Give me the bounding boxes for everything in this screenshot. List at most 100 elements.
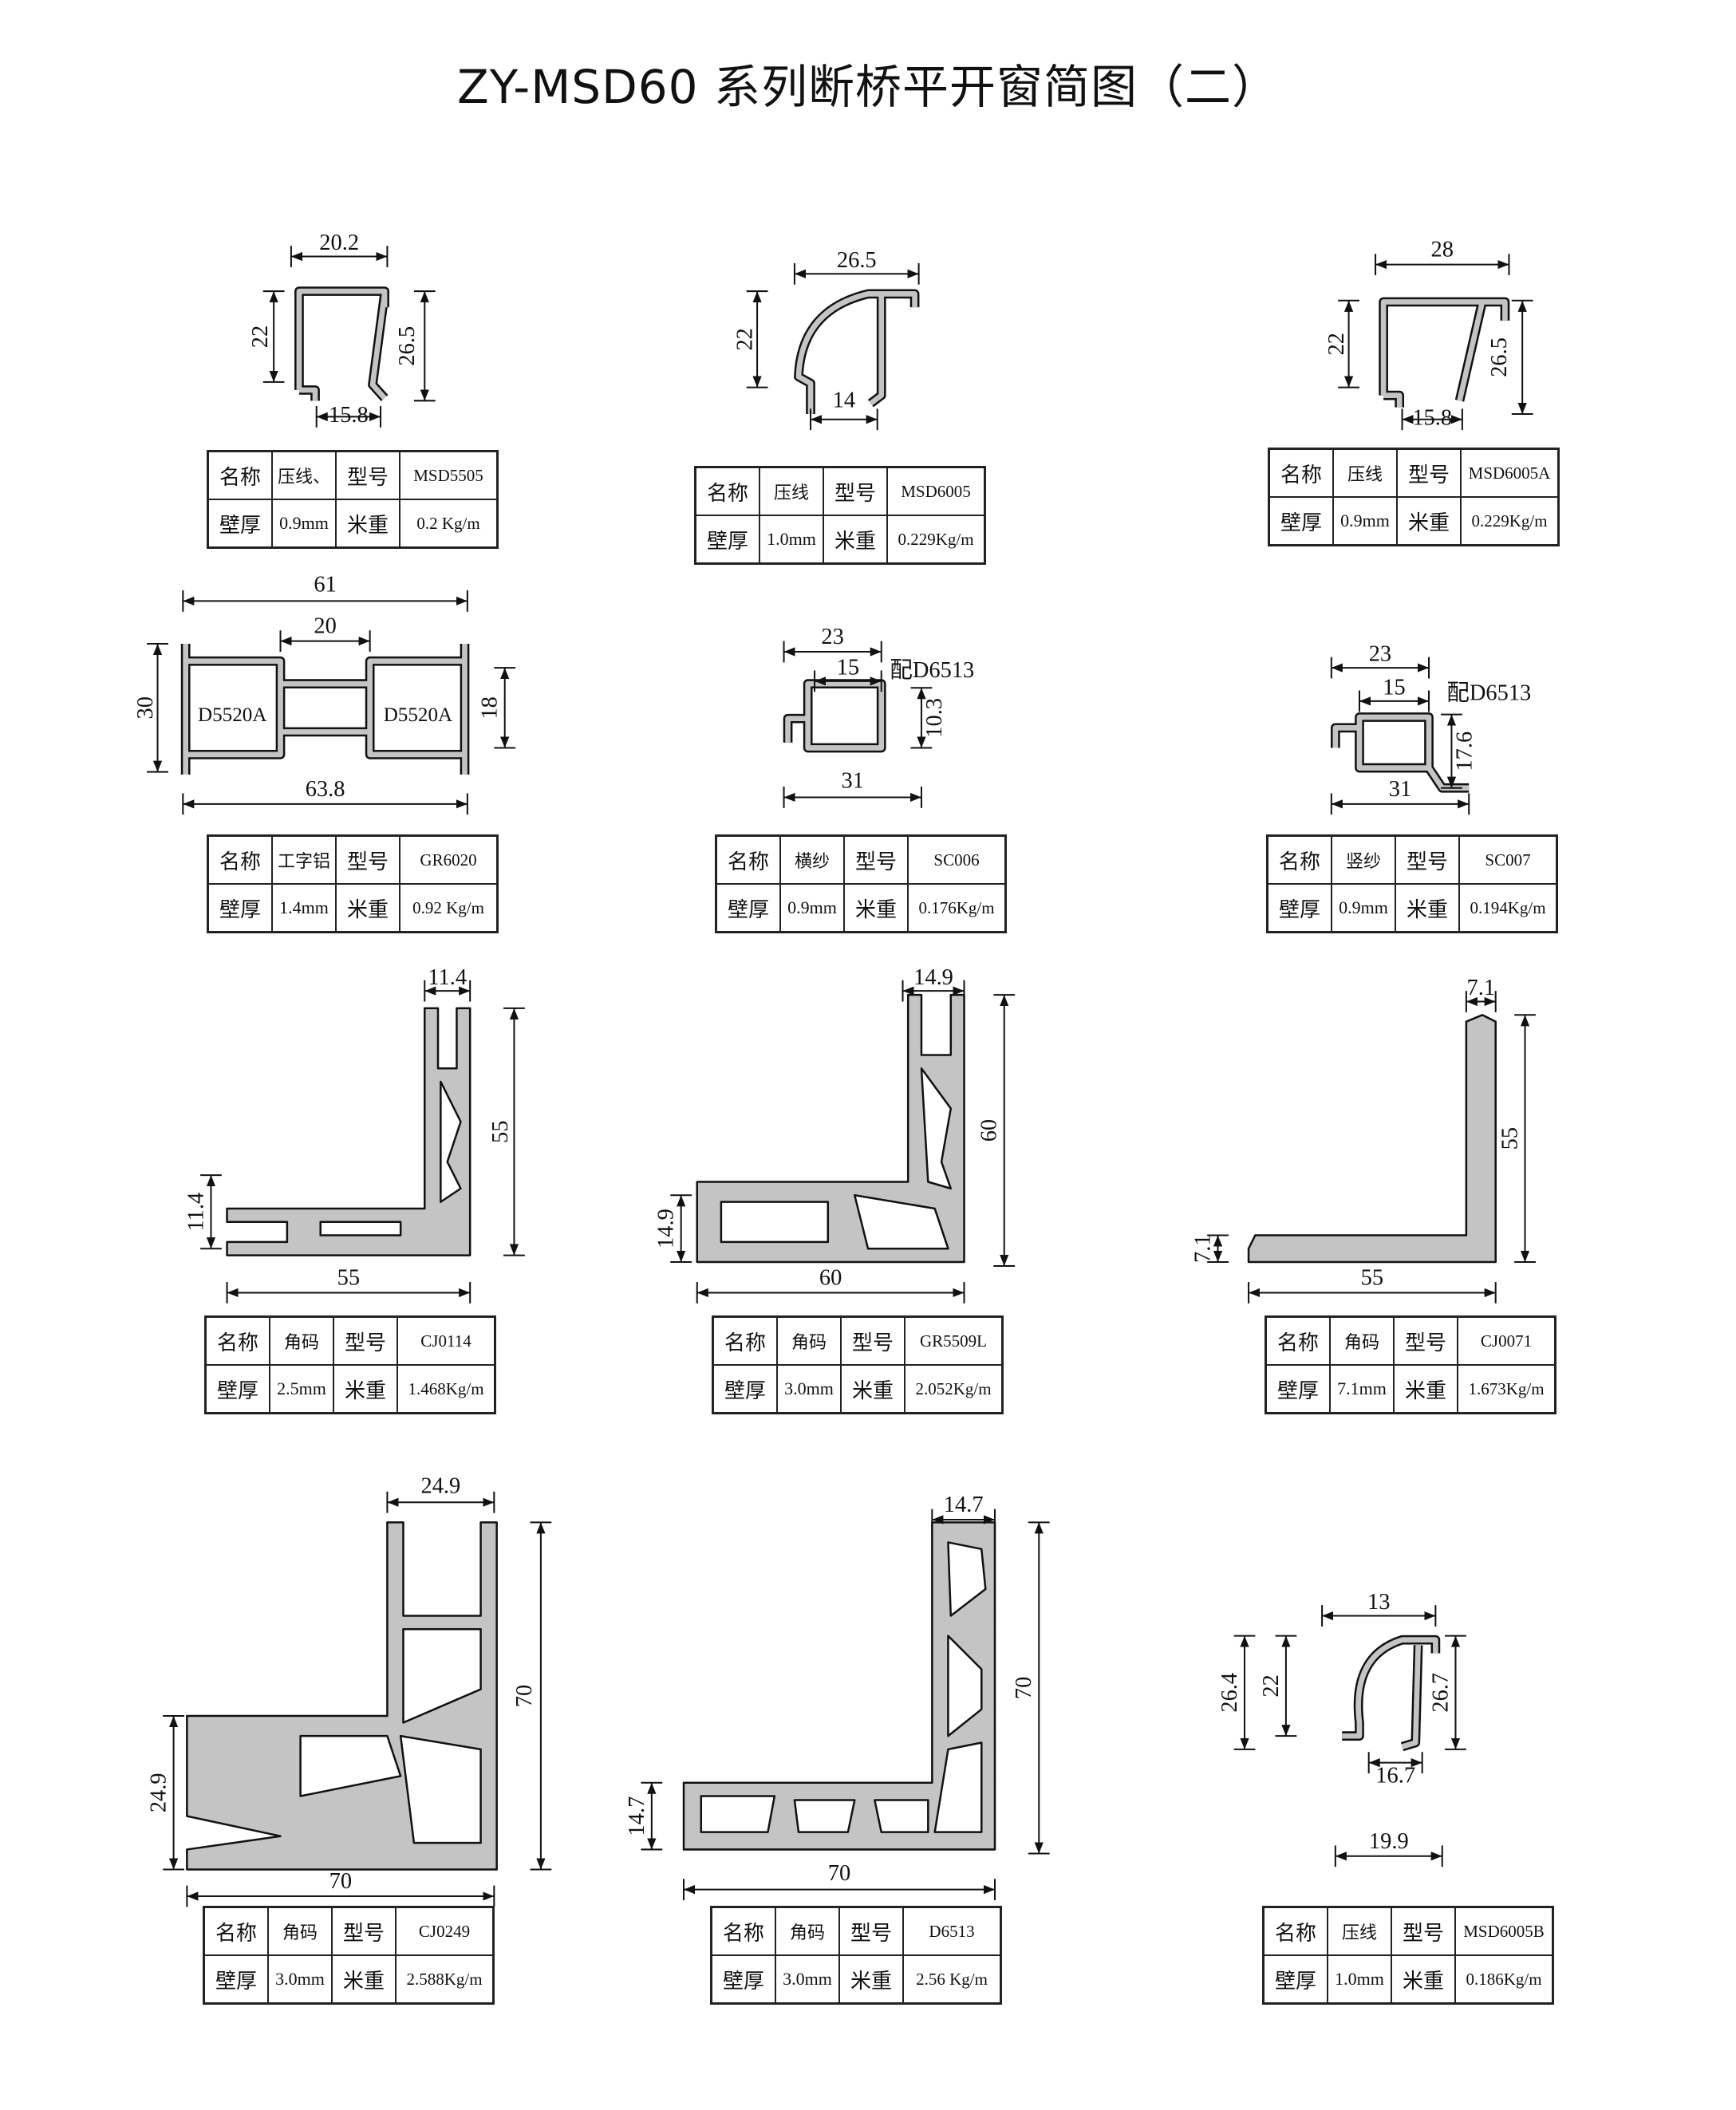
dimension-label: 15.8 [329,403,369,428]
label-model: 型号 [335,834,400,885]
profile-model: GR5509L [904,1315,1004,1366]
wall-thickness: 0.9mm [1331,883,1396,933]
wall-thickness: 1.0mm [1327,1954,1392,2005]
label-thickness: 壁厚 [715,883,781,933]
label-weight: 米重 [335,499,400,549]
label-weight: 米重 [840,1364,905,1414]
label-model: 型号 [331,1906,397,1956]
profile-name: 压线 [1332,448,1398,498]
profile-model: GR6020 [399,834,499,885]
dimension-label: 15 [837,655,859,680]
dimension-label: 60 [819,1265,842,1290]
dimension-label: 26.5 [1487,337,1512,377]
weight-per-meter: 0.186Kg/m [1454,1954,1554,2005]
weight-per-meter: 0.92 Kg/m [399,883,499,933]
dimension-label: 15.8 [1412,405,1452,430]
label-weight: 米重 [331,1954,397,2005]
dimension-label: 55 [488,1121,513,1143]
label-thickness: 壁厚 [1262,1954,1328,2005]
profile-model: SC006 [907,834,1007,885]
label-weight: 米重 [838,1954,904,2005]
profile-model: D6513 [902,1906,1002,1956]
profile-name: 工字铝 [271,834,337,885]
dimension-label: 14 [833,388,855,413]
profile-cj0071 [1247,1014,1497,1264]
wall-thickness: 0.9mm [1332,496,1398,546]
dimension-label: 31 [1389,777,1411,802]
label-weight: 米重 [1391,1954,1456,2005]
dimension-label: 7.1 [1467,976,1496,1000]
dimension-label: 11.4 [183,1193,208,1232]
label-name: 名称 [710,1906,776,1956]
dimension-label: 22 [732,328,757,350]
profile-name: 竖纱 [1331,834,1396,885]
dimension-label: 24.9 [420,1474,460,1499]
label-model: 型号 [335,450,400,500]
profile-name: 压线 [1327,1906,1392,1956]
profile-gr6020 [180,643,470,775]
dimension-label: 30 [133,696,158,719]
profile-sc006 [783,679,886,753]
label-name: 名称 [694,466,760,516]
weight-per-meter: 2.56 Kg/m [902,1954,1002,2005]
profile-inner-label: D5520A [198,704,266,726]
weight-per-meter: 0.194Kg/m [1458,883,1558,933]
label-thickness: 壁厚 [1265,1364,1331,1414]
dimension-label: 26.5 [837,248,877,273]
dimension-label: 22 [1324,333,1349,355]
dimension-label: 55 [1361,1265,1383,1290]
profile-model: CJ0249 [395,1906,495,1956]
dimension-label: 19.9 [1369,1829,1409,1854]
profile-gr5509l [696,993,965,1264]
label-thickness: 壁厚 [207,499,273,549]
label-weight: 米重 [333,1364,398,1414]
dimension-label: 20.2 [319,231,359,255]
dimension-label: 55 [1497,1127,1522,1150]
label-thickness: 壁厚 [712,1364,778,1414]
label-weight: 米重 [335,883,400,933]
label-model: 型号 [823,466,888,516]
label-weight: 米重 [1393,1364,1458,1414]
wall-thickness: 0.9mm [271,499,337,549]
label-name: 名称 [207,450,273,500]
profile-name: 角码 [1329,1315,1395,1366]
weight-per-meter: 1.468Kg/m [397,1364,496,1414]
wall-thickness: 3.0mm [267,1954,333,2005]
label-name: 名称 [1266,834,1332,885]
dimension-label: 70 [329,1869,352,1894]
profile-model: MSD6005A [1460,448,1560,498]
dimension-label: 24.9 [147,1773,172,1812]
label-weight: 米重 [823,515,888,565]
label-name: 名称 [1265,1315,1331,1366]
dimension-label: 70 [1012,1677,1036,1699]
dimension-label: 61 [314,573,336,598]
label-thickness: 壁厚 [207,883,273,933]
dimension-label: 10.3 [922,698,947,738]
label-model: 型号 [1391,1906,1456,1956]
profile-cj0249 [186,1521,498,1871]
dimension-label: 23 [821,625,843,649]
label-name: 名称 [204,1315,270,1366]
label-name: 名称 [715,834,781,885]
profile-cj0114 [226,1007,471,1256]
weight-per-meter: 2.588Kg/m [395,1954,495,2005]
dimension-label: 14.9 [654,1209,679,1248]
profile-name: 压线、 [271,450,337,500]
